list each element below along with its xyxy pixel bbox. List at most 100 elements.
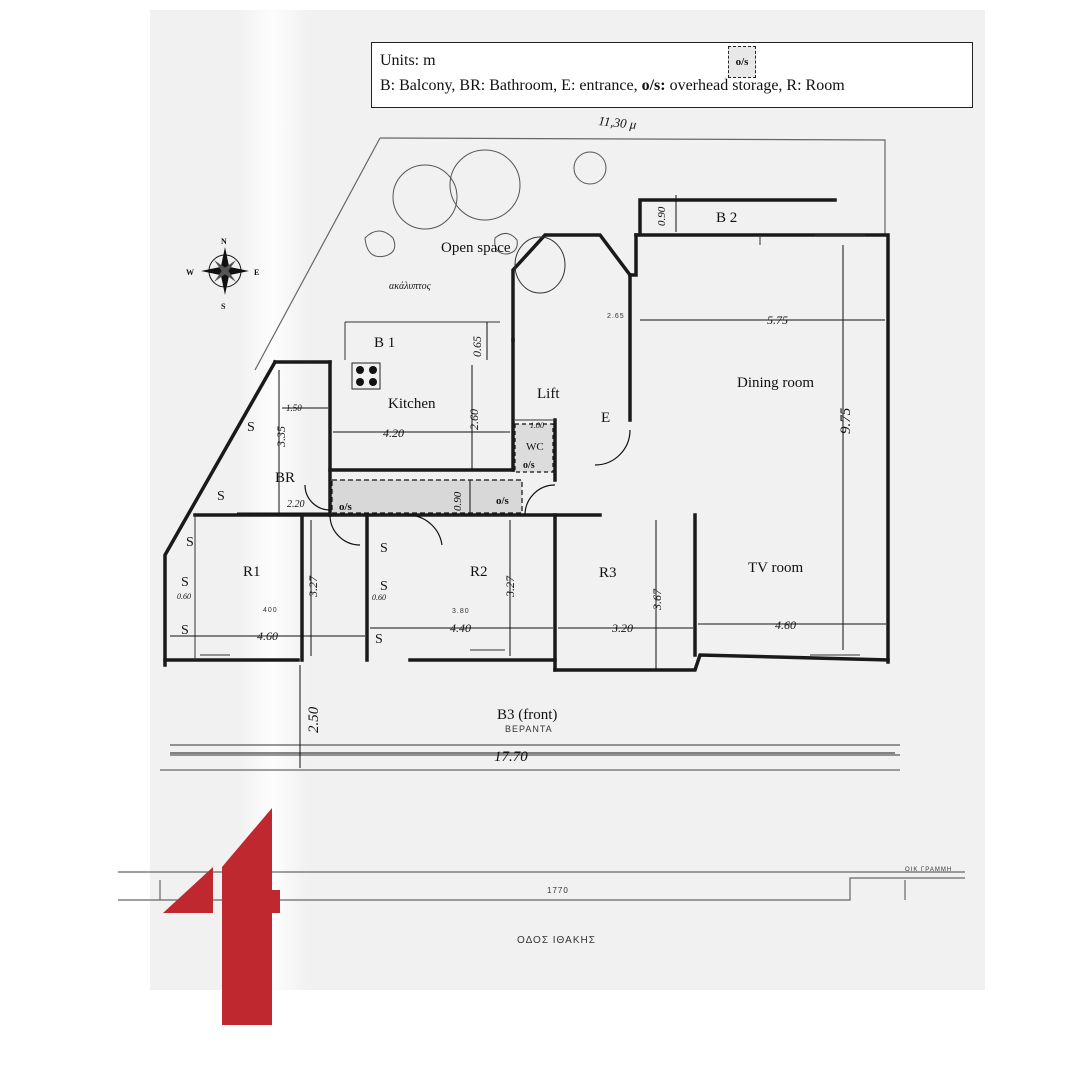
label-b1: B 1 — [374, 335, 395, 351]
storage-labels: S S S S S S S S — [181, 420, 388, 647]
dim-kitchen-width: 4.20 — [383, 426, 404, 440]
interior-lines — [170, 234, 900, 756]
storage-s-r2-2: S — [380, 579, 388, 594]
legend-abbreviations: B: Balcony, BR: Bathroom, E: entrance, o… — [380, 73, 962, 99]
b2-window — [759, 234, 865, 245]
dim-br-width: 2.20 — [287, 499, 305, 510]
storage-s-br-2: S — [217, 489, 225, 504]
label-r3: R3 — [599, 565, 617, 581]
note-street: ΟΔΟΣ ΙΘΑΚΗΣ — [517, 935, 596, 946]
dim-corridor-depth: 0.90 — [452, 491, 464, 511]
compass-s: S — [221, 302, 226, 311]
dim-r3-width: 3.20 — [611, 621, 633, 635]
label-os-corridor-right: o/s — [496, 495, 510, 507]
wall-diagonal-west — [163, 359, 278, 667]
storage-s-r1-2: S — [181, 575, 189, 590]
label-b3: B3 (front) — [497, 707, 557, 723]
storage-s-br-1: S — [247, 420, 255, 435]
note-scale-1770: 1770 — [547, 886, 569, 895]
compass-rose-icon — [201, 247, 249, 295]
label-kitchen: Kitchen — [388, 396, 436, 412]
dim-br-top: 1.50 — [286, 403, 302, 413]
legend-abbr-os: o/s: — [641, 77, 666, 94]
dim-dining-width: 5.75 — [767, 313, 788, 327]
note-small-400: 400 — [263, 607, 278, 614]
dim-r2-width: 4.40 — [450, 621, 471, 635]
plot-boundary-top — [379, 137, 886, 235]
label-os-corridor-left: o/s — [339, 501, 353, 513]
legend-abbr-suffix: overhead storage, R: Room — [669, 77, 845, 94]
legend-os-sample: o/s — [728, 46, 756, 78]
street-line — [118, 877, 965, 901]
dim-r1-width: 4.60 — [257, 629, 278, 643]
overhead-storage — [331, 423, 554, 514]
dim-r1-height: 3.27 — [306, 575, 320, 598]
wall-b2-outline — [638, 198, 837, 234]
note-small-265: 2.65 — [607, 313, 625, 320]
os-wc-area — [514, 423, 554, 473]
label-wc: WC — [526, 441, 544, 453]
label-br: BR — [275, 470, 295, 486]
wall-dining-north-corner — [628, 233, 638, 277]
dim-b2-depth: 0.90 — [656, 206, 668, 226]
label-lift: Lift — [537, 386, 560, 402]
door-r1 — [329, 514, 361, 546]
hob-icon — [351, 362, 381, 390]
dim-closet-r1: 0.60 — [177, 592, 191, 601]
dim-br-height: 3.35 — [274, 426, 288, 448]
wall-stair-bay — [511, 233, 633, 342]
note-open-space-greek: ακάλυπτος — [389, 281, 432, 292]
walls — [163, 198, 890, 672]
plot-boundary-diagonal — [254, 137, 381, 371]
label-dining: Dining room — [737, 375, 814, 391]
tree-3 — [573, 151, 607, 185]
dim-tv-width: 4.60 — [775, 618, 796, 632]
label-tv: TV room — [748, 560, 803, 576]
compass-e: E — [254, 268, 259, 277]
dim-r2-height: 3.27 — [503, 575, 517, 598]
dim-r3-height: 3.67 — [650, 588, 664, 611]
label-entrance: E — [601, 410, 610, 426]
legend-box: Units: m B: Balcony, BR: Bathroom, E: en… — [371, 42, 973, 108]
door-entrance — [594, 429, 631, 466]
wall-dining-outer — [634, 233, 890, 664]
note-small-380: 3.80 — [452, 608, 470, 615]
front-windows — [200, 649, 860, 656]
garden-trees — [364, 149, 607, 258]
wall-front — [163, 653, 890, 672]
note-building-line: ΟΙΚ ΓΡΑΜΜΗ — [905, 867, 952, 873]
os-corridor-area — [331, 479, 523, 514]
label-r1: R1 — [243, 564, 261, 580]
note-veranda-greek: ΒΕΡΑΝΤΑ — [505, 724, 553, 734]
label-open-space: Open space — [441, 240, 511, 256]
b3-rail — [170, 744, 900, 756]
bush-2 — [494, 233, 518, 255]
bush-1 — [364, 230, 396, 258]
door-r3 — [524, 484, 556, 516]
dim-closet-r2: 0.60 — [372, 593, 386, 602]
door-r2 — [406, 514, 443, 546]
tree-1 — [392, 164, 458, 230]
legend-units: Units: m — [380, 52, 436, 69]
storage-s-r1-3: S — [181, 623, 189, 638]
storage-s-r2-3: S — [375, 632, 383, 647]
storage-s-r2-1: S — [380, 541, 388, 556]
compass-w: W — [186, 268, 194, 277]
stair-curve — [514, 236, 566, 294]
dim-dining-length: 9.75 — [838, 407, 854, 434]
dim-b1-depth: 0.65 — [470, 336, 484, 357]
compass-n: N — [221, 237, 227, 246]
dim-kitchen-height: 2.60 — [467, 409, 481, 430]
note-handwritten-top: 11,30 μ — [598, 113, 638, 132]
label-b2: B 2 — [716, 210, 737, 226]
site-outline — [118, 137, 965, 901]
legend-abbr-prefix: B: Balcony, BR: Bathroom, E: entrance, — [380, 77, 638, 94]
dim-wc-width: 1.00 — [530, 421, 544, 430]
door-br — [304, 484, 331, 511]
dim-total-width: 17.70 — [494, 749, 528, 765]
dimension-lines — [170, 195, 895, 768]
door-swings — [304, 429, 631, 546]
label-r2: R2 — [470, 564, 488, 580]
label-os-wc: o/s — [523, 460, 535, 471]
